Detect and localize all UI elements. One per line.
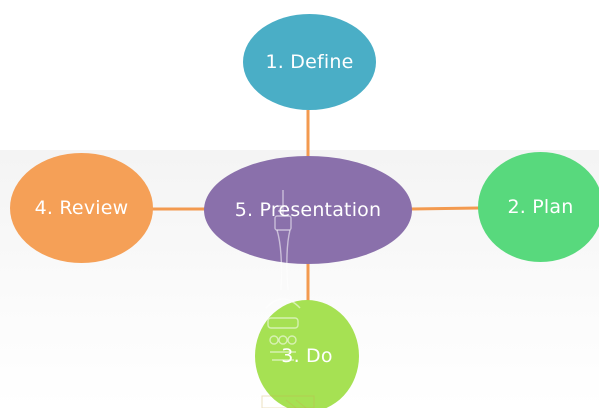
node-review: 4. Review xyxy=(10,153,153,263)
node-do-label: 3. Do xyxy=(281,345,333,367)
node-center-label: 5. Presentation xyxy=(234,199,382,221)
connector-plan xyxy=(410,206,480,211)
node-define-label: 1. Define xyxy=(265,51,354,73)
node-review-label: 4. Review xyxy=(34,197,129,219)
node-define: 1. Define xyxy=(243,14,376,110)
node-do: 3. Do xyxy=(255,300,359,408)
node-plan-label: 2. Plan xyxy=(507,196,574,218)
node-plan: 2. Plan xyxy=(478,152,599,262)
node-center: 5. Presentation xyxy=(204,156,412,264)
